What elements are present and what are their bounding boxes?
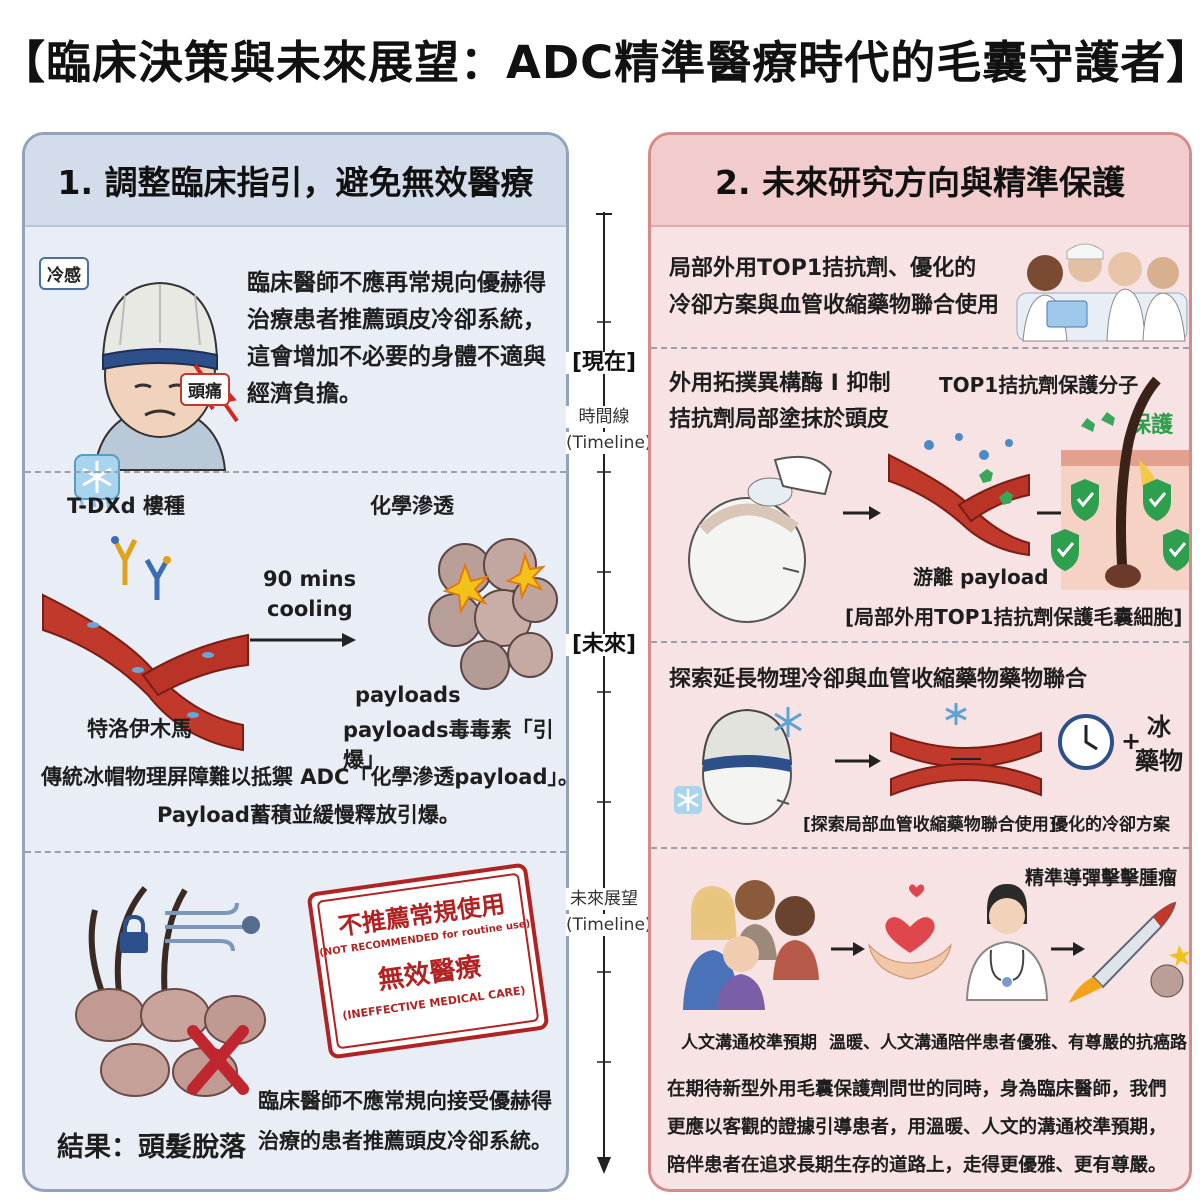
right-divider-2 <box>651 641 1189 643</box>
blood-vessel-icon <box>890 703 1042 797</box>
cross-icon <box>187 1025 249 1095</box>
left-panel-heading: 1. 調整臨床指引，避免無效醫療 <box>25 135 566 227</box>
timeline-now: [現在] <box>566 352 642 374</box>
arrow-icon <box>835 754 881 768</box>
right-panel: 2. 未來研究方向與精準保護 局部外用TOP1拮抗劑、優化的 冷卻方案與血管收縮… <box>648 132 1192 1192</box>
patients-group-icon <box>683 880 819 1010</box>
arrow-icon <box>1051 942 1085 956</box>
left-s3-line-2: 治療的患者推薦頭皮冷卻系統。 <box>258 1129 552 1153</box>
clock-icon <box>1058 714 1114 770</box>
left-s1-line-4: 經濟負擔。 <box>247 381 362 407</box>
left-divider-1 <box>25 471 566 473</box>
right-divider-1 <box>651 347 1189 349</box>
shield-check-icon <box>1051 479 1189 571</box>
left-panel: 1. 調整臨床指引，避免無效醫療 冷感 頭痛 臨床醫師不應再常規向優赫得 治療患… <box>22 132 569 1192</box>
payloads-toxin-label: payloads毒毒素「引爆」 <box>343 718 554 772</box>
cooling-time: 90 mins <box>263 567 357 591</box>
right-s1-line-2: 冷卻方案與血管收縮藥物聯合使用 <box>669 293 1000 318</box>
blood-vessel-icon <box>888 433 1030 557</box>
result-label: 結果：頭髮脫落 <box>57 1132 246 1163</box>
not-recommended-stamp: 不推薦常規使用 (NOT RECOMMENDED for routine use… <box>306 862 550 1060</box>
payloads-label: payloads <box>355 683 461 707</box>
timeline-en: (Timeline) <box>566 432 652 454</box>
right-panel-heading: 2. 未來研究方向與精準保護 <box>651 135 1189 227</box>
left-s1-line-2: 治療患者推薦頭皮冷卻系統， <box>247 307 546 333</box>
drug-word: 藥物 <box>1135 747 1183 775</box>
arrow-icon <box>831 942 865 956</box>
left-s1-line-3: 這會增加不必要的身體不適與 <box>247 344 546 370</box>
free-payload-label: 游離 payload <box>913 565 1049 589</box>
scalp-cooling-cap-icon <box>93 281 227 471</box>
rocket-label: 精準導彈擊擊腫瘤 <box>1025 867 1178 889</box>
timeline-outlook-en: (Timeline) <box>566 914 652 936</box>
right-s4-cap-3: 優雅、有尊嚴的抗癌路 <box>1017 1033 1187 1053</box>
antibody-icon <box>111 536 171 600</box>
left-s3-line-1: 臨床醫師不應常規向接受優赫得 <box>258 1089 552 1113</box>
right-s4-line-3: 陪伴患者在追求長期生存的道路上，走得更優雅、更有尊嚴。 <box>667 1155 1167 1176</box>
heart-hands-icon <box>868 884 952 980</box>
right-s3-caption-2: 優化的冷卻方案 <box>1051 815 1170 835</box>
right-s3-caption-1: [探索局部血管收縮藥物聯合使用] <box>803 815 1057 835</box>
right-s3-title: 探索延長物理冷卻與血管收縮藥物藥物聯合 <box>669 667 1088 692</box>
lock-icon <box>120 914 148 953</box>
cooling-label: cooling <box>267 597 353 621</box>
arrow-icon <box>843 506 881 520</box>
left-s1-line-1: 臨床醫師不應再常規向優赫得 <box>247 270 546 296</box>
right-s4-line-1: 在期待新型外用毛囊保護劑問世的同時，身為臨床醫師，我們 <box>667 1079 1167 1100</box>
timeline-future: [未來] <box>566 634 642 656</box>
arrow-icon <box>250 633 356 647</box>
blood-vessel-icon <box>42 593 249 752</box>
explosion-icon <box>442 551 546 615</box>
right-divider-3 <box>651 847 1189 849</box>
timeline-outlook: 未來展望 <box>566 888 642 910</box>
rocket-icon <box>1069 901 1189 1003</box>
molecule-label: TOP1拮抗劑保護分子 <box>939 373 1139 397</box>
right-s2-title-1: 外用拓撲異構酶 I 抑制 <box>669 371 891 396</box>
left-divider-2 <box>25 851 566 853</box>
snowflake-icon <box>674 786 702 814</box>
headache-tag: 頭痛 <box>180 373 230 406</box>
left-s2-summary-1: 傳統冰帽物理屏障難以抵禦 ADC「化學滲透payload」。 <box>41 765 569 789</box>
drug-label: T-DXd 樓種 <box>67 494 185 518</box>
scalp-cooling-cap-icon <box>701 708 793 825</box>
snowflake-icon <box>774 707 802 737</box>
left-s2-summary-2: Payload蓄積並緩慢釋放引爆。 <box>157 803 460 827</box>
doctors-group-icon <box>1016 243 1188 342</box>
right-s1-line-1: 局部外用TOP1拮抗劑、優化的 <box>669 256 977 281</box>
doctor-icon <box>965 884 1049 1001</box>
cold-tag: 冷感 <box>39 257 89 290</box>
right-s4-line-2: 更應以客觀的證據引導患者，用溫暖、人文的溝通校準預期， <box>667 1117 1167 1138</box>
penetration-label: 化學滲透 <box>370 494 454 518</box>
vessel-label: 特洛伊木馬 <box>87 717 192 741</box>
right-s4-cap-2: 溫暖、人文溝通陪伴患者 <box>829 1033 1016 1053</box>
timeline-zh: 時間線 <box>566 406 642 428</box>
right-s2-title-2: 拮抗劑局部塗抹於頭皮 <box>669 407 890 432</box>
page-title: 【臨床決策與未來展望：ADC精準醫療時代的毛囊守護者】 <box>0 36 1200 89</box>
right-s2-caption: [局部外用TOP1拮抗劑保護毛囊細胞] <box>845 605 1183 629</box>
right-s4-cap-1: 人文溝通校準預期 <box>681 1033 817 1053</box>
plus-sign: + <box>1121 727 1142 755</box>
hand-applying-cream-icon <box>688 455 833 623</box>
hair-follicle-icon <box>1061 376 1189 590</box>
ice-label: 冰 <box>1147 713 1171 741</box>
wind-icon <box>165 902 260 952</box>
